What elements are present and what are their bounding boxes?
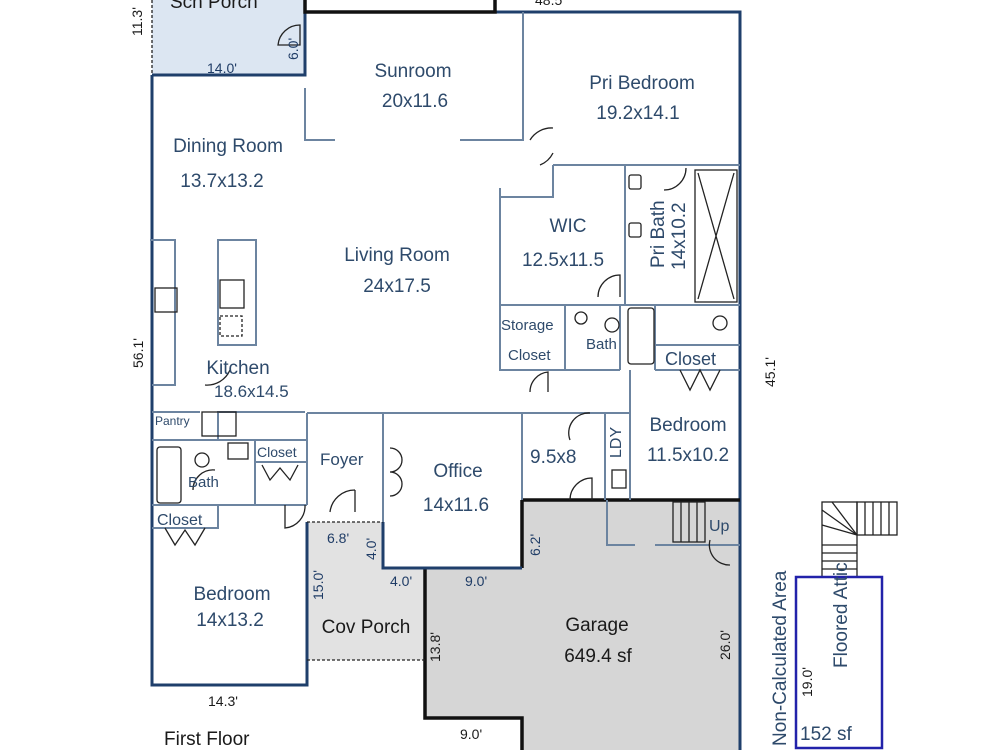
room-size-bedroom-left: 14x13.2 (196, 610, 264, 631)
room-label-closet-left: Closet (157, 512, 203, 529)
stove-icon (154, 287, 178, 313)
dim-right-overall: 45.1' (762, 357, 778, 387)
room-label-foyer: Foyer (320, 450, 364, 469)
room-label-attic: Floored Attic (831, 562, 852, 668)
room-size-laundry: 9.5x8 (530, 447, 576, 468)
dim-top-overall: 48.5' (535, 0, 565, 8)
interior-walls (150, 12, 740, 546)
dishwasher-icon (219, 315, 243, 337)
room-size-wic: 12.5x11.5 (522, 250, 604, 271)
floor-label: First Floor (164, 729, 250, 750)
sink-icon (574, 311, 588, 325)
room-label-bath-center: Bath (586, 336, 617, 353)
dim-cov-porch-step2: 4.0' (390, 573, 412, 589)
sink-icon (611, 469, 627, 489)
floored-attic (794, 575, 884, 750)
room-label-garage: Garage (565, 615, 628, 636)
room-label-sch-porch: Sch Porch (170, 0, 258, 13)
room-label-pri-bath: Pri Bath (648, 200, 669, 268)
room-size-bedroom-right: 11.5x10.2 (647, 445, 729, 466)
dim-attic-length: 19.0' (799, 667, 815, 697)
dim-garage-left: 13.8' (427, 632, 443, 662)
room-size-office: 14x11.6 (423, 495, 489, 516)
non-calculated-area-label: Non-Calculated Area (770, 570, 791, 746)
dim-porch-width: 14.0' (207, 60, 237, 76)
garage-area (425, 500, 740, 750)
room-size-garage: 649.4 sf (564, 646, 632, 667)
dim-garage-notch-side: 6.2' (527, 534, 543, 556)
room-size-dining: 13.7x13.2 (180, 171, 263, 192)
doors (164, 24, 731, 566)
room-label-bedroom-right: Bedroom (649, 415, 726, 436)
sink-icon (628, 174, 642, 190)
room-label-kitchen: Kitchen (206, 358, 269, 379)
room-label-storage-closet: Closet (508, 347, 551, 364)
fixtures (154, 169, 898, 578)
dim-porch-height: 11.3' (129, 7, 145, 36)
room-size-attic: 152 sf (800, 724, 852, 745)
dim-cov-porch-top: 6.8' (327, 530, 349, 546)
room-label-cov-porch: Cov Porch (322, 617, 411, 638)
sink-icon (628, 222, 642, 238)
room-label-wic: WIC (550, 216, 587, 237)
room-label-office: Office (433, 461, 482, 482)
room-label-closet-small: Closet (257, 444, 297, 460)
sink-icon (227, 442, 249, 460)
garage-stairs-icon (672, 501, 706, 543)
dim-cov-porch-side: 15.0' (310, 570, 326, 600)
room-label-pri-bedroom: Pri Bedroom (589, 73, 695, 94)
toilet-icon (712, 315, 728, 331)
room-size-sunroom: 20x11.6 (382, 91, 448, 112)
dim-garage-notch-top: 9.0' (465, 573, 487, 589)
dim-porch-door: 6.0' (285, 38, 301, 60)
room-size-kitchen: 18.6x14.5 (214, 382, 289, 401)
dim-garage-bottom-notch: 9.0' (460, 726, 482, 742)
toilet-icon (194, 452, 210, 468)
toilet-icon (604, 317, 620, 333)
dim-cov-porch-step: 4.0' (363, 538, 379, 560)
room-label-laundry: LDY (608, 427, 625, 458)
room-label-storage: Storage (501, 317, 554, 334)
room-label-living: Living Room (344, 245, 450, 266)
room-label-pantry: Pantry (155, 414, 190, 428)
bathtub-icon (627, 307, 655, 365)
bathtub-icon (156, 446, 182, 504)
room-label-bedroom-left: Bedroom (193, 584, 270, 605)
covered-porch-area (307, 522, 425, 660)
dim-bedroom-width: 14.3' (208, 693, 238, 709)
refrigerator-icon (201, 411, 237, 437)
stairs-up-label: Up (709, 518, 730, 535)
dim-garage-right: 26.0' (717, 630, 733, 660)
room-label-bath-left: Bath (188, 474, 219, 491)
room-label-closet-right: Closet (665, 349, 716, 369)
kitchen-sink-icon (219, 279, 245, 309)
room-label-dining: Dining Room (173, 136, 283, 157)
room-size-pri-bedroom: 19.2x14.1 (596, 103, 679, 124)
room-size-living: 24x17.5 (363, 276, 431, 297)
room-label-sunroom: Sunroom (374, 61, 451, 82)
dim-left-overall: 56.1' (130, 338, 146, 368)
room-size-pri-bath: 14x10.2 (669, 202, 690, 270)
